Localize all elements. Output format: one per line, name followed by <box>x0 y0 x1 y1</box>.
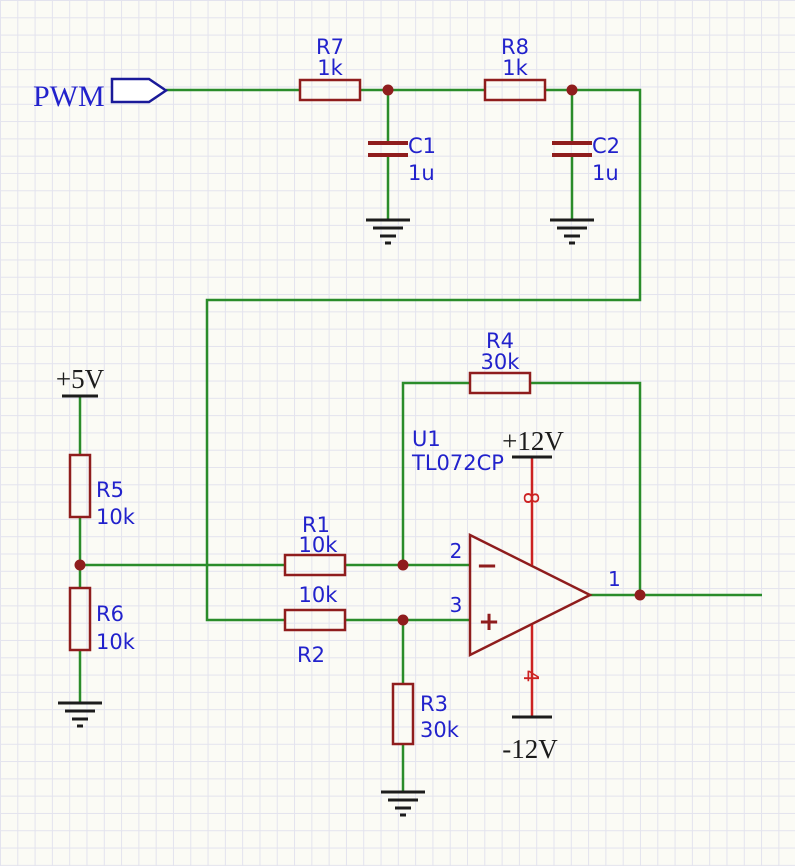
ground-symbol-c1[interactable] <box>364 218 412 245</box>
pwm-net-label: PWM <box>33 80 105 113</box>
u1-name: U1 <box>412 427 441 451</box>
r4-value: 30k <box>481 350 521 374</box>
r8-name: R8 <box>501 35 529 59</box>
n12v-label: -12V <box>502 734 558 764</box>
power-5v[interactable]: +5V <box>56 364 105 398</box>
junctions <box>74 84 646 626</box>
junction-output <box>634 589 646 601</box>
opamp-triangle <box>468 532 593 658</box>
r5-value: 10k <box>96 505 136 529</box>
junction-pin2 <box>397 559 409 571</box>
r8-body <box>483 78 547 102</box>
r4-name: R4 <box>486 329 514 353</box>
wire-r4-to-output[interactable] <box>530 381 642 595</box>
r7-value: 1k <box>317 56 343 80</box>
r5-name: R5 <box>96 478 124 502</box>
ground-symbol-r6[interactable] <box>56 701 104 728</box>
junction-c1 <box>382 84 394 96</box>
capacitor-c2[interactable]: C2 1u <box>552 134 620 185</box>
junction-divider <box>74 559 86 571</box>
resistor-r7[interactable]: R7 1k <box>298 35 362 102</box>
c1-name: C1 <box>408 134 436 158</box>
ground-symbol-c2[interactable] <box>548 218 596 245</box>
resistor-r3[interactable]: R3 30k <box>391 682 460 746</box>
c2-value: 1u <box>592 161 619 185</box>
power-neg12v[interactable]: -12V <box>502 715 558 764</box>
r1-value: 10k <box>299 533 339 557</box>
r7-body <box>298 78 362 102</box>
p5v-label: +5V <box>56 364 105 394</box>
r8-value: 1k <box>502 56 528 80</box>
pin2-number: 2 <box>450 539 463 563</box>
c2-name: C2 <box>592 134 620 158</box>
resistor-r6[interactable]: R6 10k <box>68 586 136 654</box>
capacitor-c1[interactable]: C1 1u <box>368 134 436 185</box>
resistor-r8[interactable]: R8 1k <box>483 35 547 102</box>
p12v-label: +12V <box>502 426 564 456</box>
r2-value: 10k <box>299 583 339 607</box>
opamp-plus-sign: + <box>478 607 500 637</box>
pwm-net-flag[interactable]: PWM <box>33 77 169 113</box>
junction-c2 <box>566 84 578 96</box>
r5-body <box>68 453 92 519</box>
r3-name: R3 <box>420 692 448 716</box>
r7-name: R7 <box>316 35 344 59</box>
r3-body <box>391 682 415 746</box>
r2-name: R2 <box>297 643 325 667</box>
c1-value: 1u <box>408 161 435 185</box>
net-flag-shape <box>110 77 169 104</box>
r2-body <box>283 608 347 632</box>
pin1-number: 1 <box>608 567 621 591</box>
r1-name: R1 <box>302 513 330 537</box>
resistor-r4[interactable]: R4 30k <box>468 329 532 395</box>
r1-body <box>283 553 347 577</box>
pin3-number: 3 <box>450 593 463 617</box>
pin4-number: 4 <box>519 670 543 683</box>
resistor-r5[interactable]: R5 10k <box>68 453 136 529</box>
wire-filter-to-noninverting[interactable] <box>205 88 642 622</box>
resistor-r2[interactable]: 10k R2 <box>283 583 347 667</box>
wire-pin2-to-r4[interactable] <box>401 381 470 565</box>
r6-name: R6 <box>96 602 124 626</box>
pin8-number: 8 <box>519 492 543 505</box>
r4-body <box>468 371 532 395</box>
ground-symbol-r3[interactable] <box>379 790 427 817</box>
power-12v[interactable]: +12V <box>502 426 564 459</box>
r3-value: 30k <box>420 718 460 742</box>
resistor-r1[interactable]: R1 10k <box>283 513 347 577</box>
r6-body <box>68 586 92 652</box>
junction-pin3 <box>397 614 409 626</box>
r6-value: 10k <box>96 630 136 654</box>
opamp-minus-sign: − <box>476 551 498 581</box>
u1-value: TL072CP <box>411 451 504 475</box>
opamp-u1[interactable]: − + U1 TL072CP 2 3 1 8 4 <box>411 427 621 717</box>
